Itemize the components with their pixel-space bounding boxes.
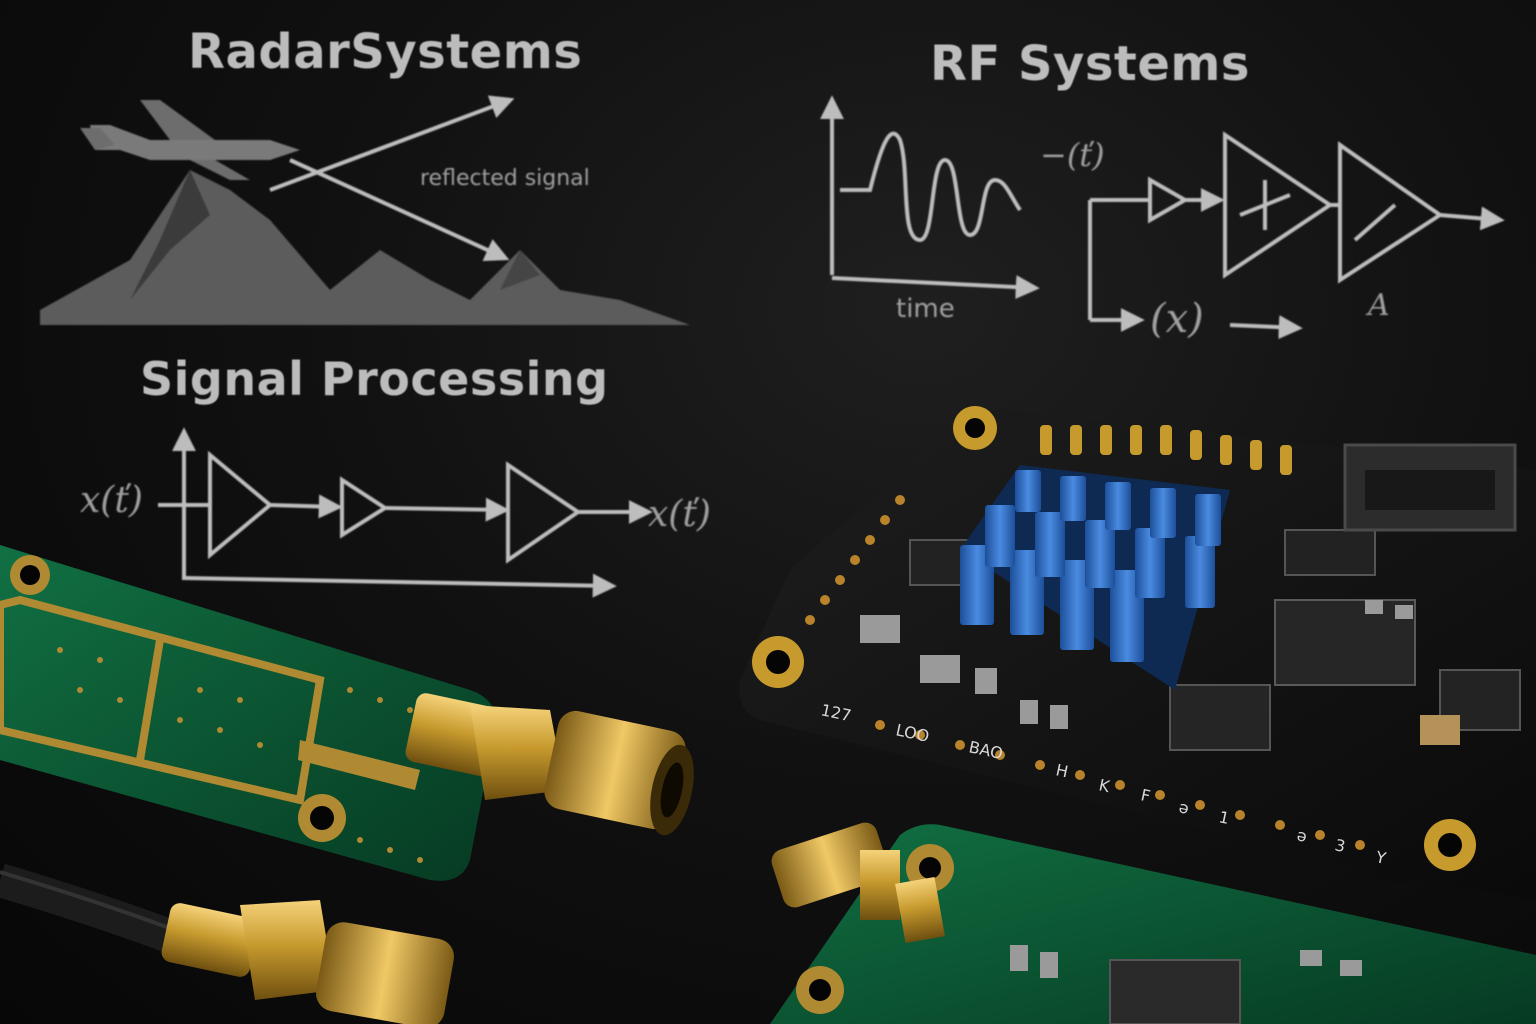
transmit-ray: [269, 95, 515, 192]
airplane-icon: [80, 100, 300, 180]
blue-heatsink: [960, 465, 1230, 690]
reflected-signal-label: reflected signal: [420, 166, 590, 191]
pad-row: [805, 495, 1365, 850]
rf-signal-label: −(ť): [1040, 136, 1105, 174]
rf-systems-title: RF Systems: [930, 36, 1250, 92]
rf-time-plot: [820, 95, 1040, 300]
silk-label-3: 3: [1333, 835, 1347, 856]
silk-label-1: 1: [1217, 807, 1231, 828]
ic-chip: [1169, 684, 1271, 751]
sp-output-label: x(ť): [648, 494, 711, 535]
edge-pins: [1040, 425, 1292, 475]
rf-input-label: (x): [1150, 296, 1204, 342]
silk-label-y: Y: [1373, 847, 1388, 868]
reflected-ray: [289, 158, 510, 261]
silk-label-f: F: [1139, 785, 1152, 805]
green-module-board: [770, 822, 1536, 1024]
silkscreen-labels: 127 LOO BAO H K F ə 1 ə 3 Y: [819, 700, 1388, 868]
mountain-range: [40, 170, 690, 325]
rf-amplifier-chain: [1088, 131, 1505, 340]
ic-chip: [1274, 599, 1416, 686]
signal-processing-title: Signal Processing: [140, 352, 609, 406]
silk-label-k: K: [1097, 775, 1112, 796]
silk-label-e1: ə: [1177, 797, 1191, 818]
silk-label-e2: ə: [1295, 825, 1309, 846]
via-holes: [57, 647, 423, 863]
signal-processing-chain: [158, 427, 653, 598]
black-mainboard: 127 LOO BAO H K F ə 1 ə 3 Y: [739, 406, 1536, 900]
radar-systems-title: RadarSystems: [188, 24, 583, 80]
silk-label-h: H: [1054, 760, 1070, 781]
green-antenna-board: [0, 545, 496, 881]
rf-time-axis-label: time: [896, 294, 955, 324]
ic-chip: [1284, 529, 1376, 576]
ic-chip: [1109, 959, 1241, 1024]
sma-connector-left: [405, 693, 694, 836]
rf-gain-label: A: [1368, 288, 1390, 323]
sp-input-label: x(ť): [80, 480, 143, 521]
smd-components: [860, 600, 1460, 745]
coax-cable: [0, 863, 454, 1024]
